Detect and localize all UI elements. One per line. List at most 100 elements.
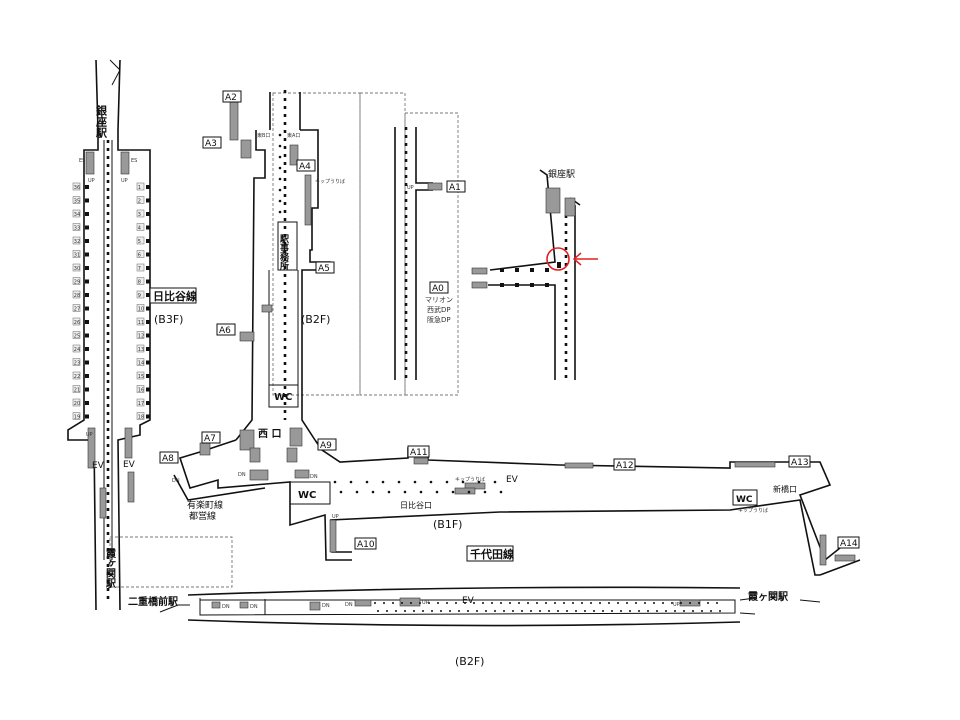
- a0-facility: 西武DP: [427, 305, 451, 314]
- car-position-box: [136, 344, 145, 353]
- tactile-dot: [689, 602, 691, 604]
- toei-line-label: 都営線: [189, 510, 216, 522]
- exit-a5[interactable]: [315, 261, 335, 274]
- station-name-ginza-right: 銀座駅: [548, 168, 575, 180]
- exit-a3[interactable]: [202, 136, 222, 149]
- car-position-box: [72, 290, 81, 299]
- tactile-dot: [473, 602, 475, 604]
- car-position-box: [136, 277, 145, 285]
- exit-a1[interactable]: [446, 180, 466, 193]
- car-position-number: 29: [74, 279, 80, 285]
- stop-marker: [85, 266, 89, 270]
- car-position-box: [136, 182, 145, 191]
- ginza-line-platform: [471, 169, 581, 380]
- car-position-number: 8: [138, 279, 141, 285]
- exit-a8-label: A8: [162, 454, 174, 464]
- exit-a10[interactable]: [354, 537, 377, 550]
- tactile-dot: [431, 610, 433, 612]
- chiyoda-line-label-box: [466, 545, 514, 562]
- tactile-dot: [599, 602, 601, 604]
- exit-a2-label: A2: [225, 93, 237, 103]
- car-position-box: [72, 182, 81, 191]
- exit-a0[interactable]: [429, 281, 449, 294]
- tactile-dot: [602, 610, 604, 612]
- car-position-number: 35: [74, 198, 80, 204]
- stop-marker: [146, 198, 150, 203]
- exit-a13[interactable]: [788, 455, 811, 468]
- tactile-dot: [428, 602, 430, 604]
- passage-outline: [359, 92, 406, 396]
- west-gate-label: 西 口: [258, 428, 281, 440]
- stop-marker: [146, 279, 150, 284]
- car-position-box: [136, 398, 145, 407]
- car-position-box: [136, 263, 145, 272]
- exit-a6[interactable]: [216, 323, 236, 336]
- car-position-box: [72, 344, 81, 353]
- tactile-dot: [429, 480, 433, 484]
- exit-a14[interactable]: [837, 536, 860, 549]
- arrow-left-icon: [572, 252, 598, 266]
- tactile-dot: [467, 490, 471, 494]
- exit-a2[interactable]: [222, 90, 242, 103]
- car-position-box: [136, 250, 145, 258]
- tactile-dot: [440, 610, 442, 612]
- floor-label-b2f: (B2F): [301, 313, 330, 326]
- tactile-dot: [419, 490, 423, 494]
- car-position-number: 19: [74, 414, 80, 420]
- car-position-box: [136, 358, 145, 366]
- car-position-box: [136, 290, 145, 299]
- tactile-dot: [403, 490, 407, 494]
- exit-a13-label: A13: [791, 458, 809, 468]
- tactile-dot: [482, 602, 484, 604]
- tactile-dot: [701, 610, 703, 612]
- exit-a9[interactable]: [317, 438, 337, 451]
- car-position-number: 11: [138, 320, 144, 326]
- dn-label: DN: [345, 602, 353, 608]
- floor-label-chiyoda-b2f: (B2F): [455, 655, 484, 668]
- tactile-dot: [401, 602, 403, 604]
- car-position-number: 7: [138, 266, 141, 272]
- car-position-box: [72, 263, 81, 272]
- tactile-dot: [530, 610, 532, 612]
- tactile-dot: [662, 602, 664, 604]
- exit-a4[interactable]: [296, 159, 316, 172]
- car-position-number: 4: [138, 225, 141, 231]
- tactile-dot: [692, 610, 694, 612]
- exit-a7[interactable]: [201, 431, 221, 444]
- station-name-kasumigaseki-left: 霞ヶ関駅: [104, 547, 117, 589]
- tactile-dot: [638, 610, 640, 612]
- current-location-marker: [546, 247, 570, 271]
- tactile-dot: [377, 610, 379, 612]
- tactile-dot: [716, 602, 718, 604]
- car-position-number: 1: [138, 185, 141, 191]
- car-position-box: [136, 304, 145, 312]
- tactile-dot: [629, 610, 631, 612]
- tactile-dot: [548, 610, 550, 612]
- car-position-number: 16: [138, 387, 144, 393]
- stop-marker: [146, 414, 150, 419]
- exit-a11[interactable]: [407, 445, 430, 458]
- marunouchi-platform: [229, 90, 331, 441]
- tactile-dot: [626, 602, 628, 604]
- car-position-box: [72, 196, 81, 204]
- tactile-dot: [445, 480, 449, 484]
- exit-a12-label: A12: [616, 461, 634, 471]
- car-position-number: 22: [74, 374, 80, 380]
- a0-facility: マリオン: [425, 296, 453, 304]
- tactile-dot: [674, 610, 676, 612]
- tactile-dot: [518, 602, 520, 604]
- car-position-box: [72, 250, 81, 258]
- exit-a12[interactable]: [613, 458, 636, 471]
- tactile-dot: [566, 610, 568, 612]
- car-position-box: [72, 317, 81, 326]
- exit-a8[interactable]: [159, 451, 179, 464]
- wc-box: [289, 481, 331, 505]
- tactile-dot: [584, 610, 586, 612]
- tactile-dot: [590, 602, 592, 604]
- tactile-dot: [635, 602, 637, 604]
- tactile-dot: [493, 480, 497, 484]
- tactile-dot: [620, 610, 622, 612]
- tactile-dot: [381, 480, 385, 484]
- up-label: UP: [86, 432, 93, 438]
